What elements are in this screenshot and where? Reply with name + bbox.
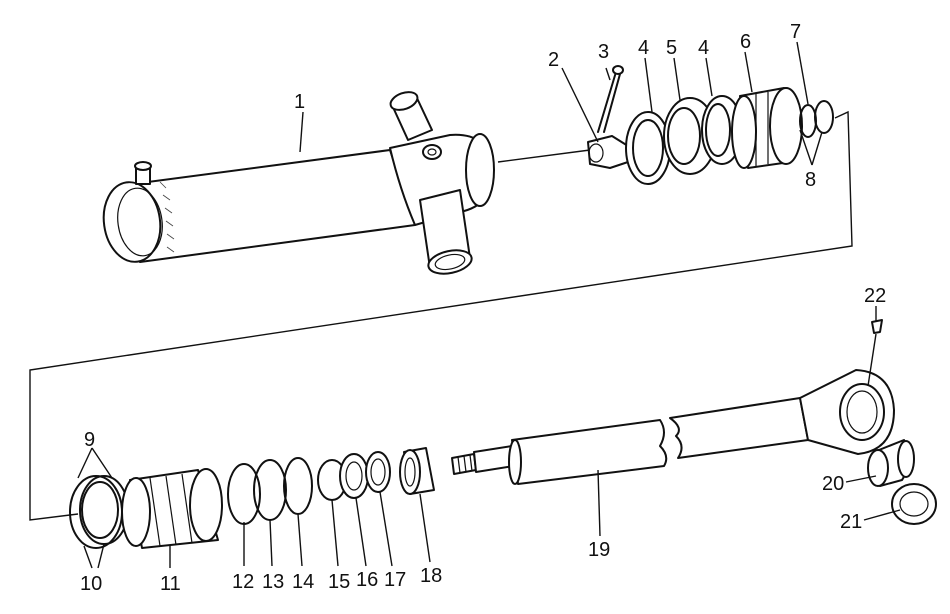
part-9-10-seal-rings: [69, 475, 129, 549]
part-15-18-bushings: [317, 447, 435, 501]
label-8: 8: [805, 169, 816, 191]
label-14: 14: [292, 571, 314, 593]
label-16: 16: [356, 569, 378, 591]
label-20: 20: [822, 473, 844, 495]
label-6: 6: [740, 31, 751, 53]
label-21: 21: [840, 511, 862, 533]
label-5: 5: [666, 37, 677, 59]
label-1: 1: [294, 91, 305, 113]
label-2: 2: [548, 49, 559, 71]
part-22-grease-nipple: [871, 319, 883, 334]
label-9: 9: [84, 429, 95, 451]
weld-bead: [159, 181, 175, 253]
part-11-gland: [121, 468, 223, 549]
label-4a: 4: [638, 37, 649, 59]
label-7: 7: [790, 21, 801, 43]
label-3: 3: [598, 41, 609, 63]
label-17: 17: [384, 569, 406, 591]
leader-lines: [77, 41, 901, 569]
part-21-ring: [891, 483, 937, 525]
label-11: 11: [160, 573, 181, 595]
label-18: 18: [420, 565, 442, 587]
label-13: 13: [262, 571, 284, 593]
part-1-cylinder-barrel: [102, 91, 495, 275]
label-4b: 4: [698, 37, 709, 59]
label-15: 15: [328, 571, 350, 593]
part-19-piston-rod: [451, 397, 809, 485]
part-6-piston: [731, 87, 803, 169]
label-12: 12: [232, 571, 254, 593]
label-22: 22: [864, 285, 886, 307]
part-3-cotter-pin: [597, 65, 624, 133]
part-12-13-14-rings: [227, 457, 313, 525]
part-7-8-o-rings: [799, 100, 834, 138]
rod-eye: [799, 369, 895, 455]
assembly-connector-lines: [29, 110, 853, 521]
part-4-5-packing-rings: [625, 95, 743, 185]
label-19: 19: [588, 539, 610, 561]
label-10: 10: [80, 573, 102, 595]
part-2-nut: [587, 135, 629, 169]
part-labels: 1 2 3 4 5 4 6 7 8 9 10 11 12 13 14 15 16…: [80, 21, 886, 595]
